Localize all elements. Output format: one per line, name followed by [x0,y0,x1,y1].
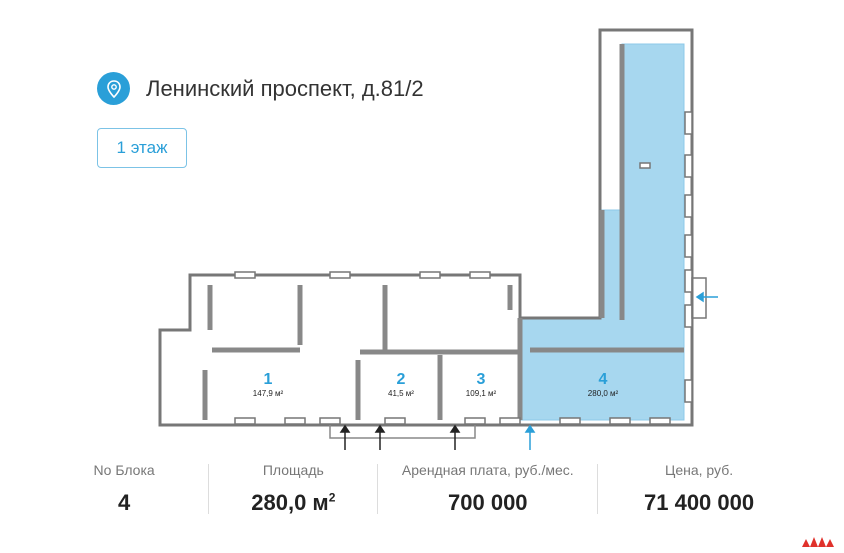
block-2-area: 41,5 м² [388,389,414,398]
block-4-entrance-arrows [524,291,718,450]
block-4-number: 4 [599,371,608,388]
block-2-number: 2 [397,371,406,388]
location-pin-icon [97,72,130,105]
block-3-number: 3 [477,371,486,388]
block-3-area: 109,1 м² [466,389,497,398]
stat-divider [377,464,379,514]
stat-rent: Арендная плата, руб./мес. 700 000 [401,462,574,515]
address-header: Ленинский проспект, д.81/2 [97,72,424,105]
address-text: Ленинский проспект, д.81/2 [146,75,424,101]
stat-divider [597,464,599,514]
block-4-area: 280,0 м² [588,389,619,398]
block-1-area: 147,9 м² [253,389,284,398]
stat-block-number: No Блока 4 [93,462,155,515]
floor-selector-button[interactable]: 1 этаж [97,128,187,168]
block-stats: No Блока 4 Площадь 280,0 м2 Арендная пла… [40,458,800,518]
stat-price: Цена, руб. 71 400 000 [644,462,755,515]
block-1-number: 1 [264,371,273,388]
brand-logo-icon [802,537,834,547]
stat-area: Площадь 280,0 м2 [251,462,336,515]
stat-divider [208,464,210,514]
